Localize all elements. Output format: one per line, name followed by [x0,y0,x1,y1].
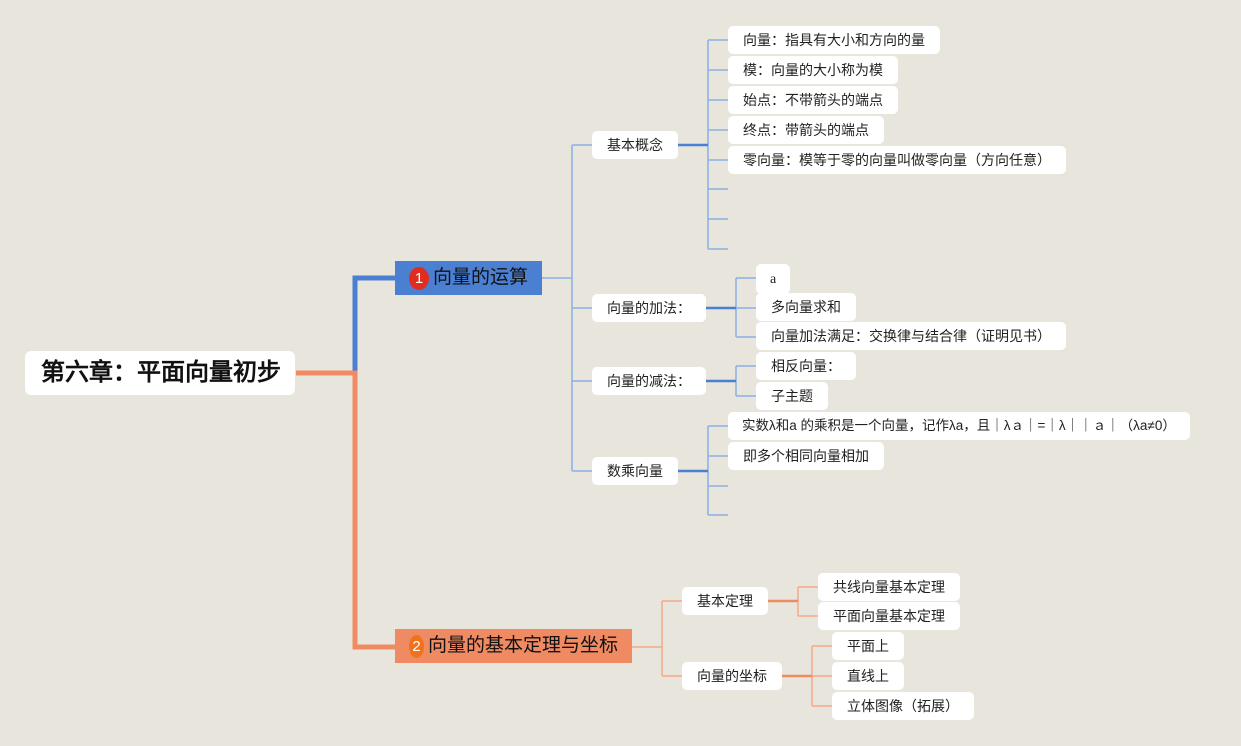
subtopic-label: 基本概念 [607,137,663,153]
branch-label: 向量的运算 [432,267,528,288]
leaf-topic[interactable]: 向量加法满足：交换律与结合律（证明见书） [756,322,1066,350]
leaf-topic[interactable]: 平面向量基本定理 [818,602,960,630]
leaf-label: a [770,272,777,287]
leaf-topic[interactable]: 共线向量基本定理 [818,573,960,601]
subtopic-label: 基本定理 [697,593,753,609]
leaf-label: 向量：指具有大小和方向的量 [743,32,925,48]
leaf-label: 平面向量基本定理 [833,608,945,624]
leaf-topic[interactable]: 实数λ和a 的乘积是一个向量，记作λa，且｜λａ｜=｜λ｜｜ａ｜（λa≠0） [728,412,1190,440]
leaf-label: 子主题 [771,388,813,404]
leaf-label: 平面上 [847,638,889,654]
leaf-label: 相反向量： [771,358,841,374]
leaf-topic[interactable]: a [756,264,791,294]
branch-number-badge: 2 [409,634,424,658]
leaf-label: 终点：带箭头的端点 [743,122,869,138]
connector-root-branch1 [296,275,395,376]
branch-number-badge: 1 [409,266,429,290]
subtopic-basic-concepts[interactable]: 基本概念 [592,131,678,159]
leaf-topic[interactable]: 始点：不带箭头的端点 [728,86,898,114]
subtopic-label: 向量的坐标 [697,668,767,684]
leaf-topic[interactable]: 多向量求和 [756,293,856,321]
leaf-label: 即多个相同向量相加 [743,448,869,464]
leaf-topic[interactable]: 即多个相同向量相加 [728,442,884,470]
leaf-topic[interactable]: 模：向量的大小称为模 [728,56,898,84]
branch-label: 向量的基本定理与坐标 [427,635,618,656]
leaf-label: 零向量：模等于零的向量叫做零向量（方向任意） [743,152,1051,168]
subtopic-vector-addition[interactable]: 向量的加法： [592,294,706,322]
subtopic-vector-subtraction[interactable]: 向量的减法： [592,367,706,395]
subtopic-scalar-multiplication[interactable]: 数乘向量 [592,457,678,485]
leaf-label: 向量加法满足：交换律与结合律（证明见书） [771,328,1051,344]
leaf-label: 多向量求和 [771,299,841,315]
branch-vector-operations[interactable]: 1 向量的运算 [395,261,542,295]
connector-branch2-mid [632,600,682,677]
leaf-topic[interactable]: 平面上 [832,632,904,660]
leaf-topic[interactable]: 直线上 [832,662,904,690]
leaf-topic[interactable]: 立体图像（拓展） [832,692,974,720]
connector-root-branch2 [296,370,395,650]
root-topic[interactable]: 第六章：平面向量初步 [25,351,295,395]
leaf-topic[interactable]: 终点：带箭头的端点 [728,116,884,144]
leaf-topic[interactable]: 零向量：模等于零的向量叫做零向量（方向任意） [728,146,1066,174]
leaf-label: 直线上 [847,668,889,684]
branch-basic-theorem-coordinates[interactable]: 2 向量的基本定理与坐标 [395,629,632,663]
leaf-label: 始点：不带箭头的端点 [743,92,883,108]
subtopic-label: 向量的加法： [607,300,691,316]
leaf-topic[interactable]: 向量：指具有大小和方向的量 [728,26,940,54]
leaf-label: 共线向量基本定理 [833,579,945,595]
leaf-label: 实数λ和a 的乘积是一个向量，记作λa，且｜λａ｜=｜λ｜｜ａ｜（λa≠0） [742,418,1176,433]
subtopic-vector-coordinates[interactable]: 向量的坐标 [682,662,782,690]
leaf-label: 模：向量的大小称为模 [743,62,883,78]
leaf-label: 立体图像（拓展） [847,698,959,714]
connector-branch1-mid [542,144,592,472]
subtopic-basic-theorem[interactable]: 基本定理 [682,587,768,615]
subtopic-label: 数乘向量 [607,463,663,479]
leaf-topic[interactable]: 相反向量： [756,352,856,380]
leaf-topic[interactable]: 子主题 [756,382,828,410]
subtopic-label: 向量的减法： [607,373,691,389]
root-topic-label: 第六章：平面向量初步 [41,359,281,386]
